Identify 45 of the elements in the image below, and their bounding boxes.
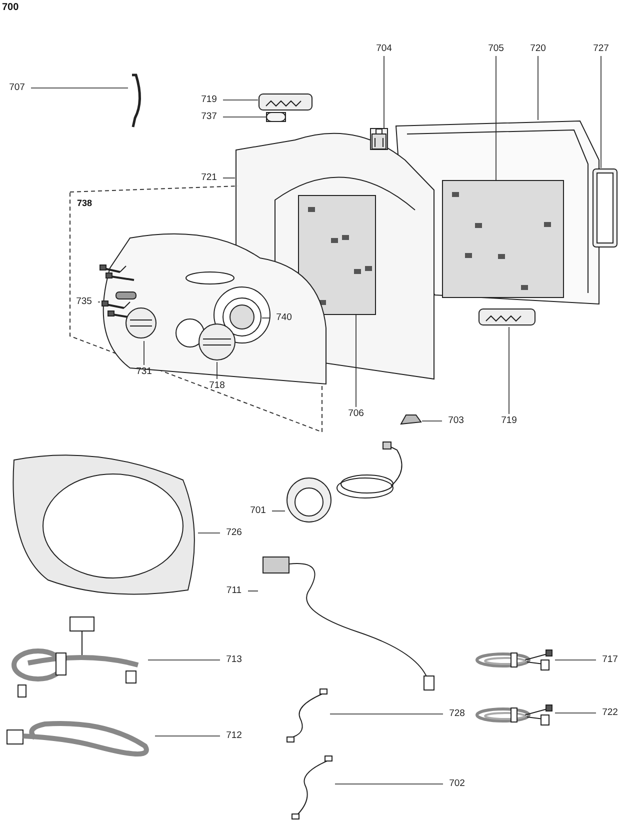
leader-line [422,420,442,422]
callout-number: 740 [272,312,296,324]
callout-number: 704 [372,43,396,55]
wire-drawing [290,755,335,820]
callout-number: 711 [222,585,246,597]
knob-drawing [198,322,236,362]
leader-line [216,362,218,380]
spacer-drawing [266,112,286,122]
callout-number: 721 [197,172,221,184]
leader-line [198,532,220,534]
leader-line [272,510,286,512]
callout-number: 728 [445,708,469,720]
callout-number: 727 [589,43,613,55]
circuit-board-drawing [442,180,564,298]
callout-number: 718 [205,380,229,392]
callout-number: 722 [598,707,622,719]
connector-drawing [370,128,388,150]
display-lens-drawing [222,297,262,337]
callout-number: 701 [246,505,270,517]
figure-number: 700 [2,2,19,13]
callout-number: 707 [5,82,29,94]
callout-number: 726 [222,527,246,539]
callout-number: 719 [197,94,221,106]
leader-line [508,326,510,414]
group-number: 738 [77,198,92,208]
callout-number: 712 [222,730,246,742]
callout-number: 702 [445,778,469,790]
callout-number: 703 [444,415,468,427]
knob-drawing [125,305,157,341]
callout-number: 705 [484,43,508,55]
callout-number: 720 [526,43,550,55]
wire-drawing [285,688,330,743]
callout-number: 706 [344,408,368,420]
clip-drawing [400,412,422,426]
leader-line [248,590,258,592]
callout-number: 713 [222,654,246,666]
callout-number: 735 [72,296,96,308]
leader-line [222,116,266,118]
circuit-board-drawing [298,195,376,315]
callout-number: 717 [598,654,622,666]
leader-line [554,712,596,714]
callout-number: 737 [197,111,221,123]
leader-line [600,56,602,168]
side-cap-drawing [592,168,618,248]
callout-number: 719 [497,415,521,427]
